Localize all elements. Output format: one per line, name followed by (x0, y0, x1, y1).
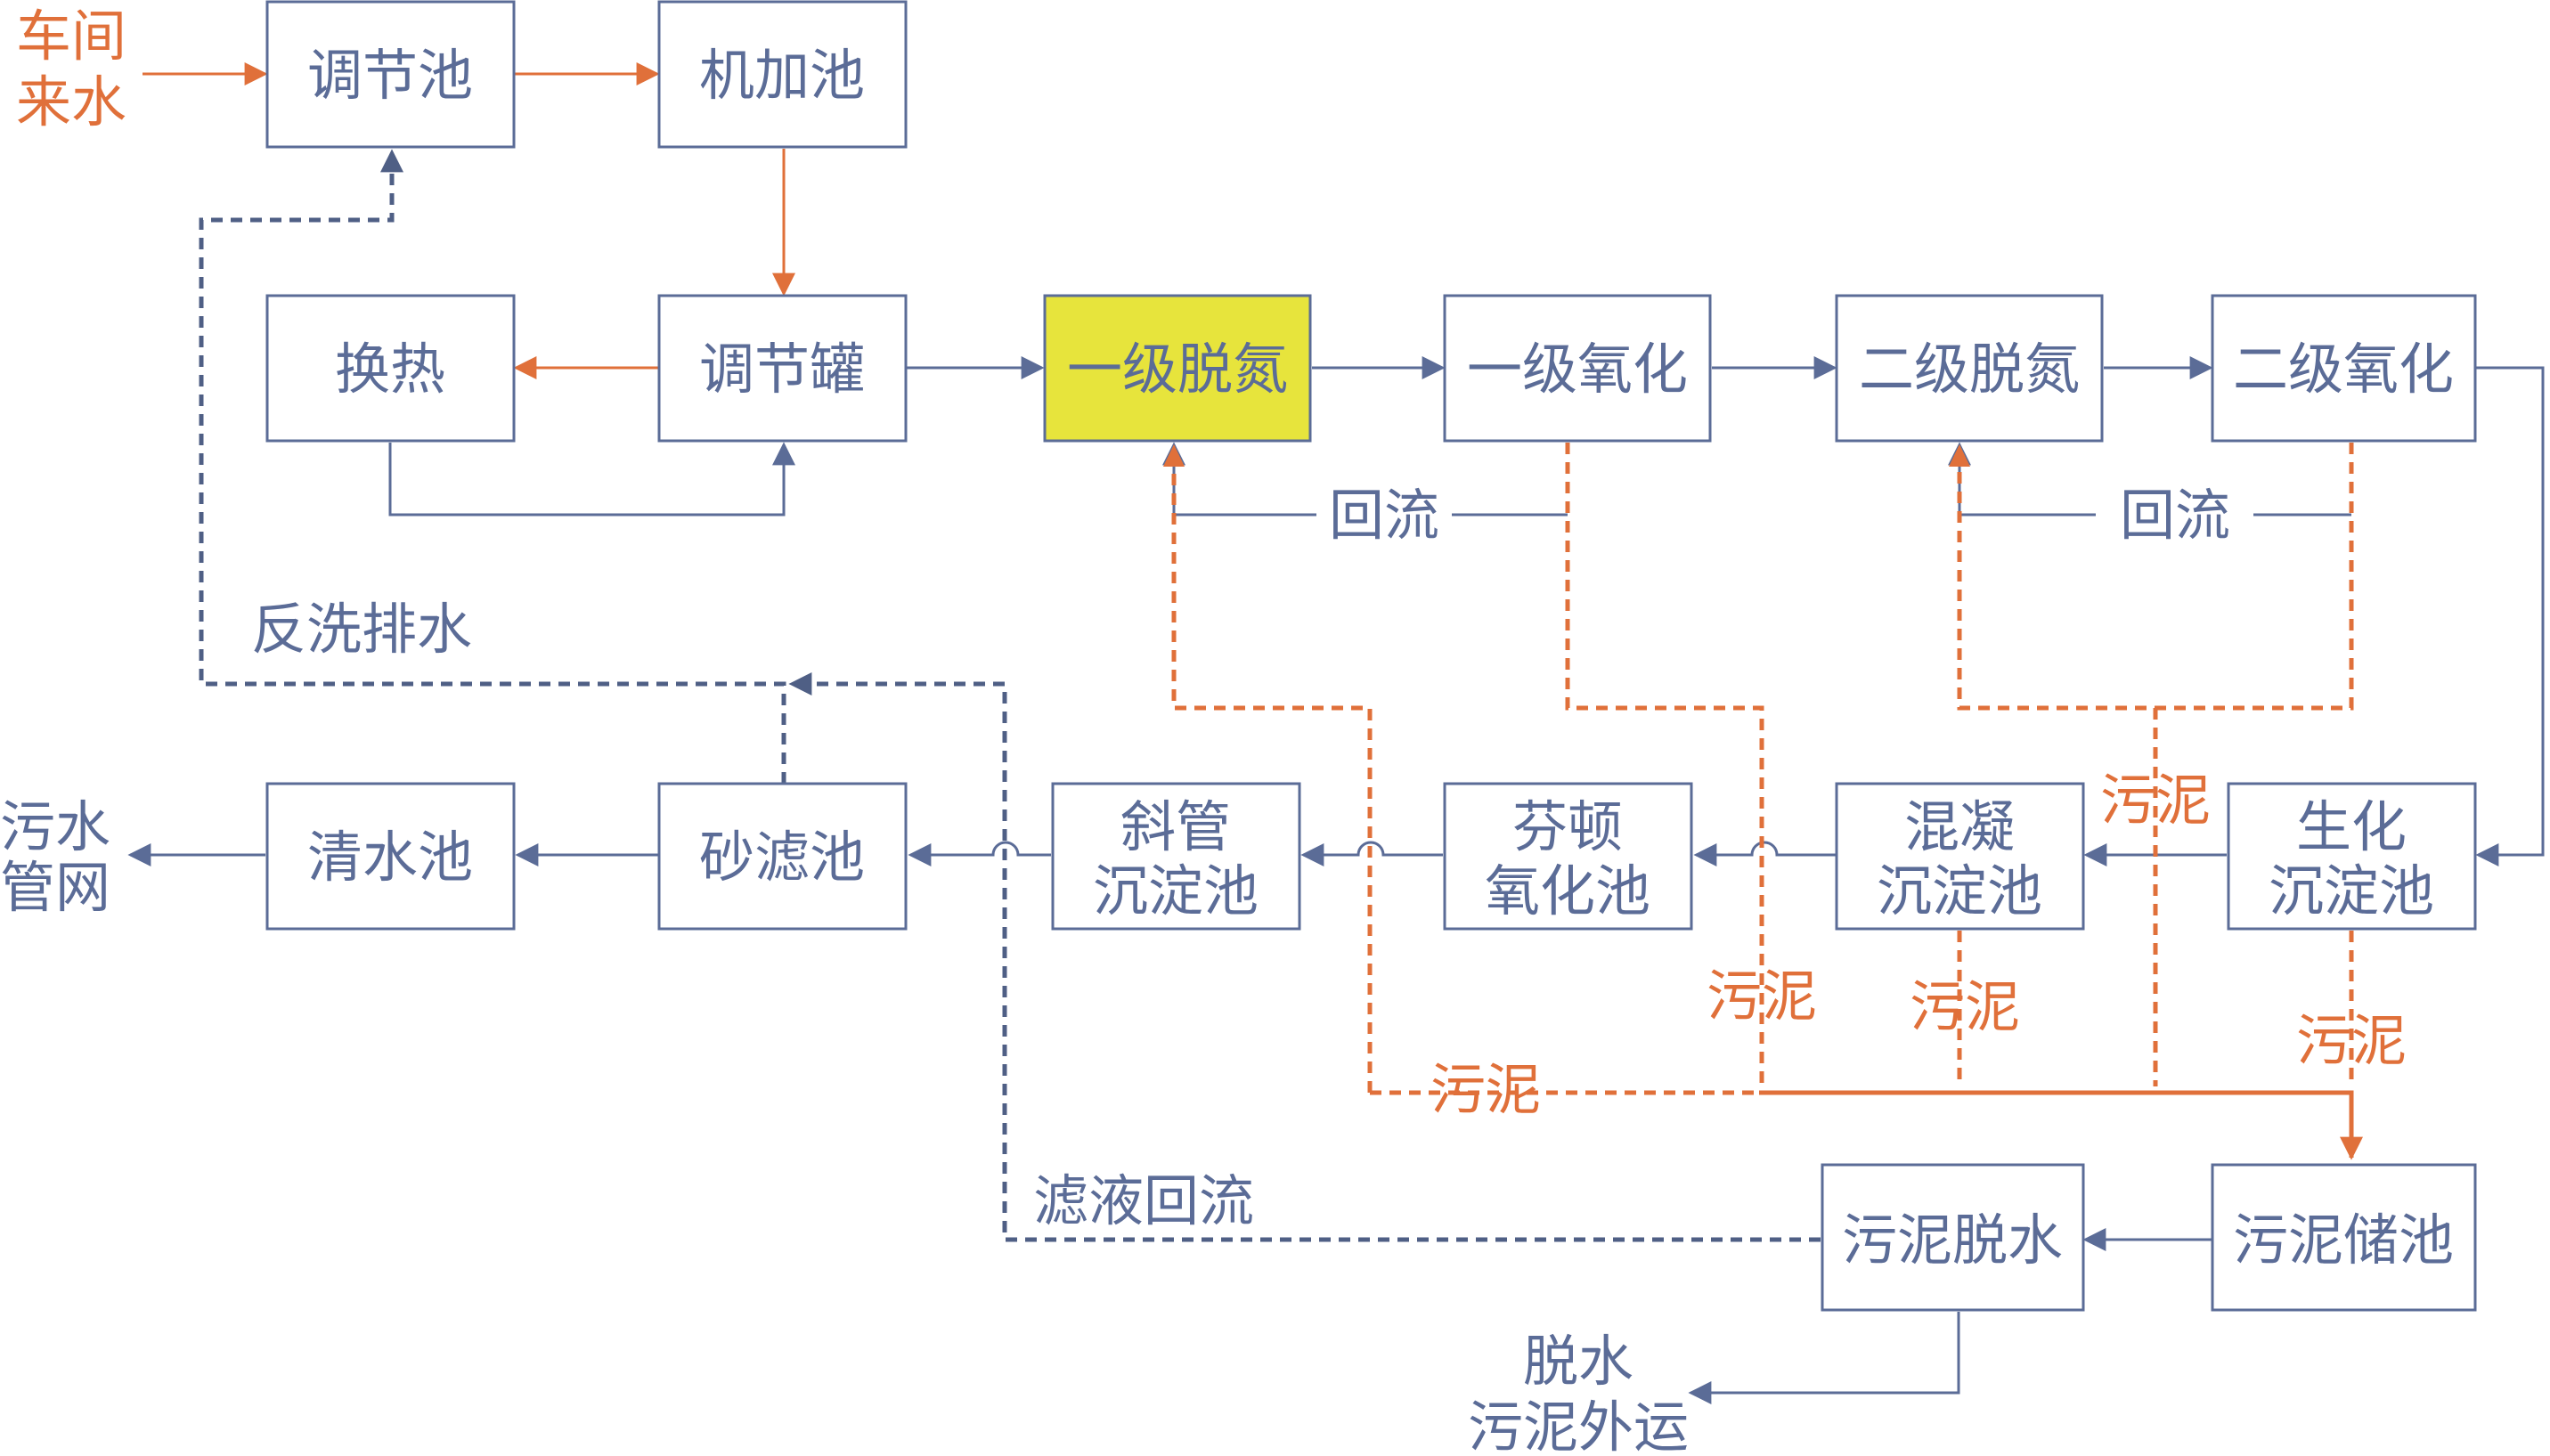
label-huiliu-1: 回流 (1329, 483, 1439, 548)
label-wuni-hunning-top: 污泥 (2100, 768, 2211, 833)
label-lvye-huiliu: 滤液回流 (1033, 1168, 1254, 1233)
node-shenghua-chendian (2227, 782, 2477, 931)
label-wuni-collector: 污泥 (1430, 1057, 1541, 1122)
sludge-return-1-arrowhead (1163, 444, 1185, 467)
sludge-from-yiji-yanghua (1565, 443, 1764, 1086)
node-jijiachi (657, 0, 908, 149)
arrow-huanre-to-tiaojieguan (388, 442, 795, 517)
node-tiaojieguan (657, 294, 908, 443)
label-shalvchi: 砂滤池 (699, 825, 865, 890)
node-yiji-tuodan (1043, 294, 1312, 443)
filtrate-reflux-line (788, 672, 1821, 1242)
inflow-label-line1: 车间 (16, 4, 126, 69)
arrow-hunning-to-fendun (1693, 841, 1837, 866)
label-fendun-line1: 芬顿 (1512, 794, 1623, 859)
label-shenghua-line2: 沉淀池 (2269, 858, 2434, 923)
node-qingshuichi (265, 782, 516, 931)
arrow-tuoshui-to-outbound (1688, 1312, 1960, 1404)
label-huiliu-2: 回流 (2120, 483, 2230, 548)
sludge-return-1 (1171, 450, 1373, 1093)
node-wuni-chuchi (2211, 1163, 2477, 1312)
node-xieguan-chendian (1051, 782, 1301, 931)
label-fendun-line2: 氧化池 (1485, 858, 1650, 923)
label-hunning-line2: 沉淀池 (1877, 858, 2042, 923)
label-huanre: 换热 (335, 337, 445, 402)
label-shenghua-line1: 生化 (2296, 794, 2407, 859)
label-wuni-yiji-yanghua: 污泥 (1707, 964, 1817, 1029)
label-xieguan-line1: 斜管 (1120, 794, 1231, 859)
label-wuni-tuoshui: 污泥脱水 (1842, 1208, 2063, 1273)
arrow-xieguan-to-shalvchi (908, 841, 1051, 866)
label-wuni-shenghua: 污泥 (2296, 1008, 2407, 1073)
node-erji-yanghua (2211, 294, 2477, 443)
label-jijiachi: 机加池 (699, 43, 865, 108)
arrow-erji-yanghua-to-shenghua (2475, 366, 2545, 866)
label-outbound-line2: 污泥外运 (1468, 1395, 1689, 1456)
node-wuni-tuoshui (1821, 1163, 2085, 1312)
node-tiaojiechi (265, 0, 516, 149)
label-hunning-line1: 混凝 (1904, 794, 2015, 859)
label-erji-tuodan: 二级脱氮 (1859, 337, 2080, 402)
label-erji-yanghua: 二级氧化 (2233, 337, 2454, 402)
backwash-line (199, 149, 786, 784)
label-yiji-yanghua: 一级氧化 (1467, 337, 1688, 402)
label-tiaojiechi: 调节池 (307, 43, 473, 108)
label-wuni-chuchi: 污泥储池 (2233, 1208, 2454, 1273)
inflow-label-line2: 来水 (16, 69, 126, 134)
label-tiaojieguan: 调节罐 (699, 337, 865, 402)
node-yiji-yanghua (1443, 294, 1712, 443)
label-sewer-line1: 污水 (0, 794, 110, 859)
label-qingshuichi: 清水池 (307, 825, 473, 890)
label-fanxi-paishui: 反洗排水 (251, 597, 472, 662)
node-fendun-yanghua (1443, 782, 1693, 931)
label-wuni-hunning: 污泥 (1910, 974, 2020, 1039)
label-outbound-line1: 脱水 (1523, 1329, 1633, 1394)
node-huanre (265, 294, 516, 443)
node-hunning-chendian (1835, 782, 2085, 931)
sludge-return-2-arrowhead (1949, 444, 1970, 467)
sludge-collector-main (1759, 1090, 2363, 1160)
node-shalvchi (657, 782, 908, 931)
label-sewer-line2: 管网 (0, 855, 110, 920)
label-xieguan-line2: 沉淀池 (1093, 858, 1259, 923)
node-erji-tuodan (1835, 294, 2104, 443)
label-yiji-tuodan: 一级脱氮 (1067, 337, 1288, 402)
arrow-fendun-to-xieguan (1300, 841, 1443, 866)
